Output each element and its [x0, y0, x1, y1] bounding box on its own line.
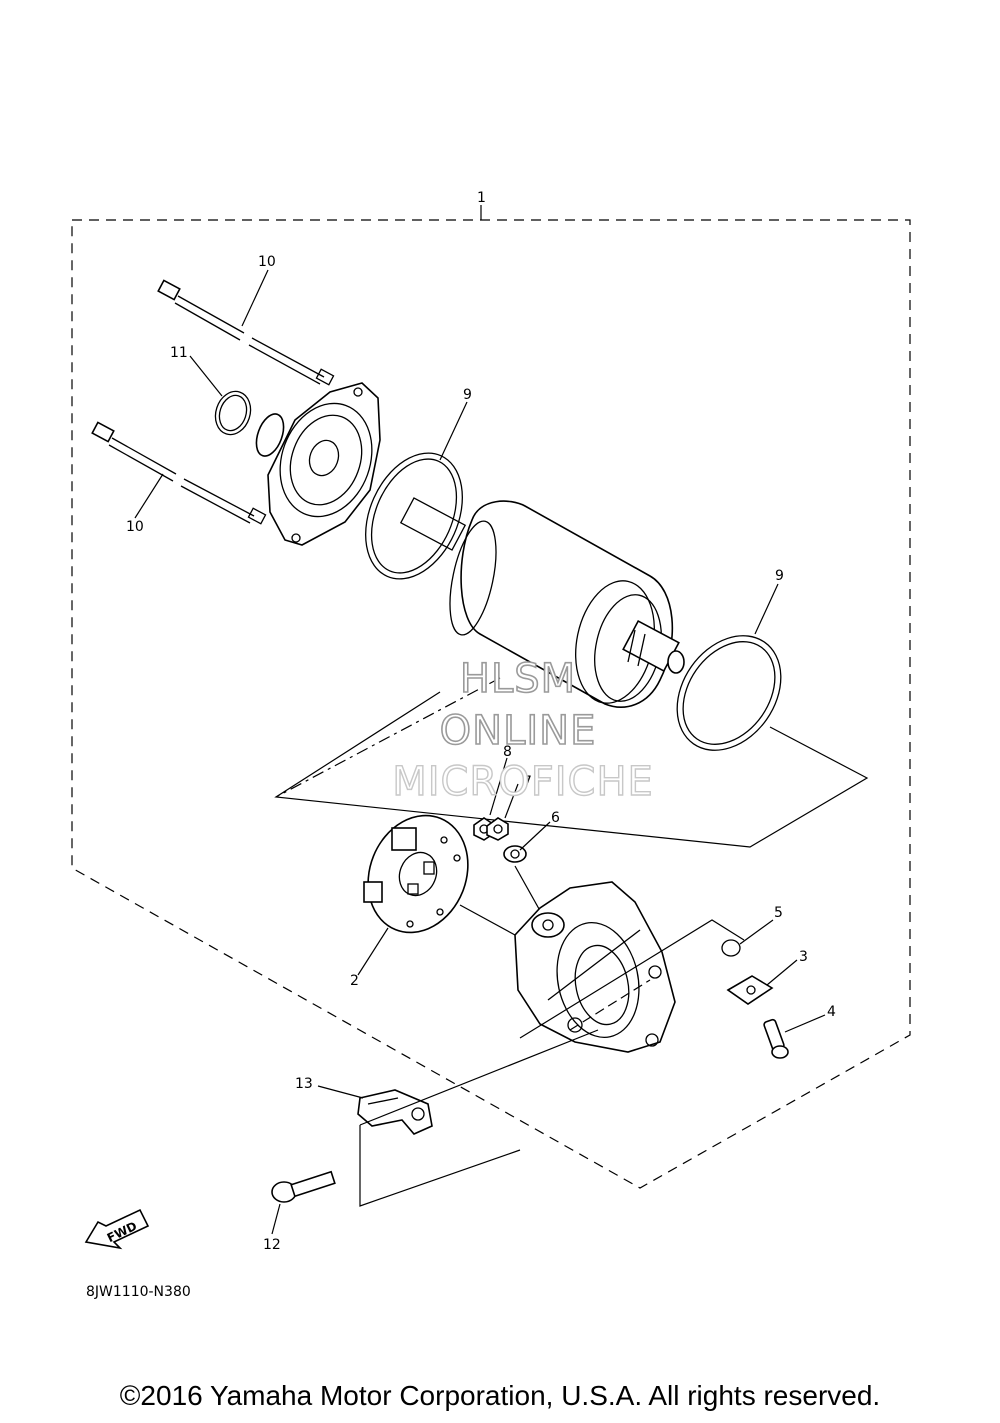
callout-4: 4 — [827, 1004, 836, 1020]
leader-lines — [134, 269, 826, 1235]
washer-6 — [503, 845, 527, 863]
callout-6: 6 — [551, 810, 560, 826]
o-ring-small — [214, 390, 252, 436]
callout-11: 11 — [170, 345, 188, 361]
callout-2: 2 — [350, 973, 359, 989]
through-bolt-lower — [91, 421, 267, 525]
motor-yoke — [399, 497, 685, 708]
callout-13: 13 — [295, 1076, 313, 1092]
brush-holder-plate — [363, 814, 469, 934]
watermark-line-2: ONLINE — [440, 708, 597, 754]
callout-1: 1 — [477, 190, 486, 206]
o-ring-large-rear — [676, 635, 782, 751]
assembly-boundary — [71, 205, 911, 1189]
through-bolt-upper — [157, 279, 335, 386]
washer-7 — [486, 817, 509, 841]
callout-10-lower: 10 — [126, 519, 144, 535]
callout-9-lower: 9 — [775, 568, 784, 584]
callout-12: 12 — [263, 1237, 281, 1253]
o-ring-large-front — [365, 452, 463, 580]
callout-5: 5 — [774, 905, 783, 921]
mounting-bolt-12 — [271, 1170, 336, 1203]
rear-cover — [514, 881, 676, 1053]
callout-10-upper: 10 — [258, 254, 276, 270]
drawing-code: 8JW1110-N380 — [86, 1284, 191, 1300]
callout-3: 3 — [799, 949, 808, 965]
clip-3 — [726, 975, 774, 1005]
front-cover — [255, 382, 381, 546]
callout-9-upper: 9 — [463, 387, 472, 403]
watermark-line-1: HLSM — [460, 656, 576, 702]
copyright-notice: ©2016 Yamaha Motor Corporation, U.S.A. A… — [120, 1380, 880, 1411]
fwd-arrow-icon: FWD — [84, 1208, 150, 1250]
screw-4 — [763, 1018, 789, 1059]
callout-8: 8 — [503, 744, 512, 760]
lead-clamp — [357, 1089, 433, 1135]
o-ring-5 — [721, 939, 741, 957]
watermark-line-3: MICROFICHE — [392, 759, 654, 805]
callout-7: 7 — [523, 774, 532, 790]
